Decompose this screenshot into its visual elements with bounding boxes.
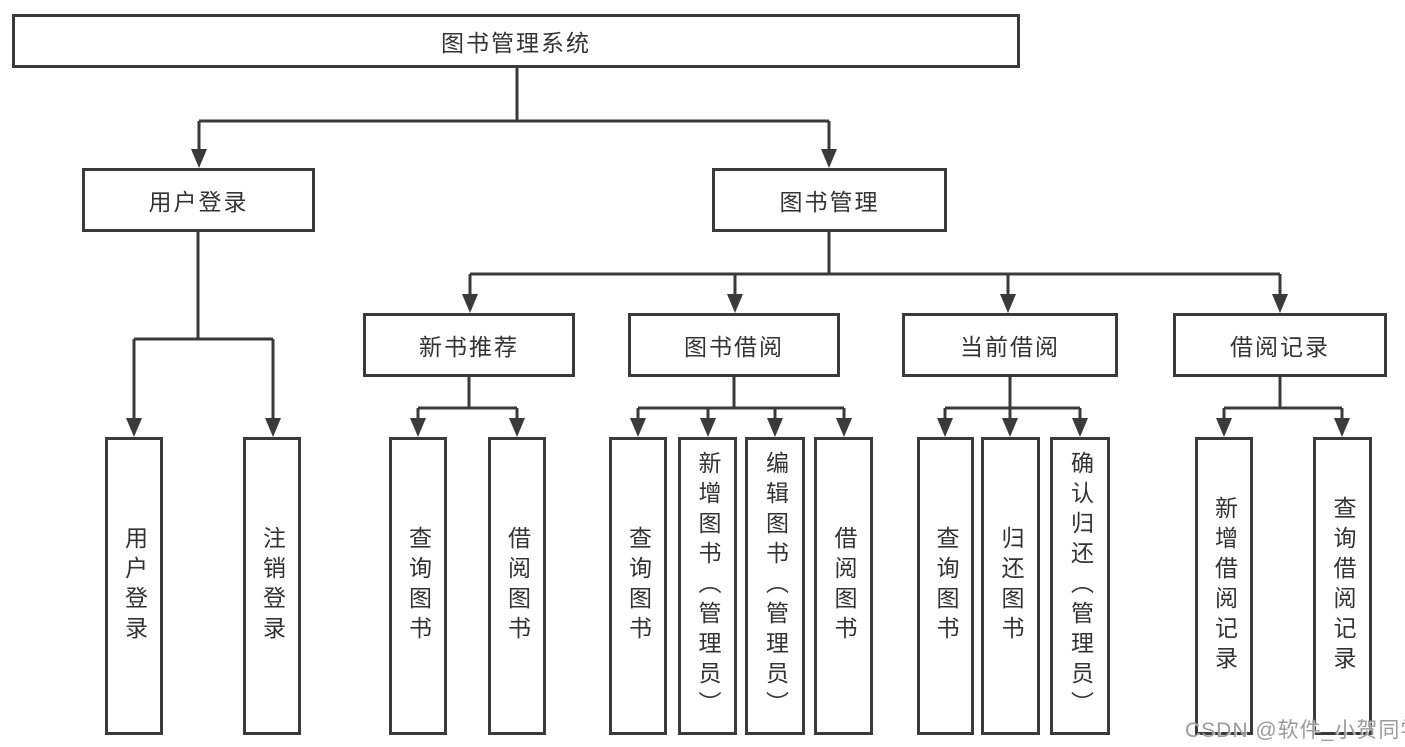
leaf-borrow-books-recommend: 借阅图书: [488, 437, 546, 735]
leaf-label: 借阅图书: [504, 526, 531, 646]
arrowhead-icon: [700, 418, 716, 437]
leaf-borrow-books: 借阅图书: [814, 437, 873, 735]
node-book-management: 图书管理: [712, 168, 947, 232]
arrowhead-icon: [1072, 418, 1088, 437]
leaf-query-books-borrow: 查询图书: [609, 437, 667, 735]
arrowhead-icon: [265, 418, 281, 437]
arrowhead-icon: [1334, 418, 1350, 437]
arrowhead-icon: [937, 418, 953, 437]
leaf-add-books-admin: 新增图书（管理员）: [678, 437, 737, 735]
node-library-management-system: 图书管理系统: [12, 14, 1020, 68]
node-new-book-recommendation: 新书推荐: [363, 313, 575, 377]
arrowhead-icon: [191, 149, 207, 168]
node-borrowing-records: 借阅记录: [1173, 313, 1387, 377]
node-label: 当前借阅: [960, 334, 1060, 360]
csdn-watermark: CSDN @软件_小贺同学: [1185, 719, 1405, 742]
arrowhead-icon: [836, 418, 852, 437]
leaf-edit-books-admin: 编辑图书（管理员）: [745, 437, 805, 735]
arrowhead-icon: [509, 418, 525, 437]
node-current-borrowing: 当前借阅: [902, 313, 1118, 377]
node-label: 图书借阅: [684, 334, 784, 360]
leaf-query-books-current: 查询图书: [917, 437, 974, 735]
leaf-label: 查询图书: [405, 526, 432, 646]
leaf-logout: 注销登录: [243, 437, 301, 735]
leaf-label: 借阅图书: [831, 526, 857, 646]
leaf-label: 编辑图书（管理员）: [762, 451, 789, 721]
arrowhead-icon: [1000, 294, 1016, 313]
arrowhead-icon: [1272, 294, 1288, 313]
node-book-borrowing: 图书借阅: [628, 313, 840, 377]
arrowhead-icon: [727, 294, 743, 313]
leaf-label: 用户登录: [121, 526, 148, 646]
node-label: 借阅记录: [1230, 334, 1330, 360]
leaf-label: 查询借阅记录: [1330, 496, 1356, 676]
arrowhead-icon: [630, 418, 646, 437]
arrowhead-icon: [410, 418, 426, 437]
leaf-query-books-recommend: 查询图书: [389, 437, 447, 735]
leaf-label: 查询图书: [933, 526, 959, 646]
leaf-user-login: 用户登录: [105, 437, 163, 735]
leaf-confirm-return-admin: 确认归还（管理员）: [1050, 437, 1110, 735]
leaf-label: 新增图书（管理员）: [695, 451, 721, 721]
leaf-label: 确认归还（管理员）: [1067, 451, 1094, 721]
leaf-return-books: 归还图书: [981, 437, 1040, 735]
leaf-label: 归还图书: [998, 526, 1024, 646]
node-label: 新书推荐: [419, 334, 519, 360]
arrowhead-icon: [1216, 418, 1232, 437]
leaf-label: 查询图书: [625, 526, 652, 646]
node-label: 用户登录: [148, 189, 249, 215]
leaf-query-borrow-record: 查询借阅记录: [1313, 437, 1372, 735]
arrowhead-icon: [1002, 418, 1018, 437]
leaf-label: 新增借阅记录: [1211, 496, 1238, 676]
leaf-add-borrow-record: 新增借阅记录: [1195, 437, 1253, 735]
node-user-login: 用户登录: [82, 168, 315, 232]
node-label: 图书管理系统: [441, 30, 591, 56]
arrowhead-icon: [462, 294, 478, 313]
arrowhead-icon: [126, 418, 142, 437]
arrowhead-icon: [767, 418, 783, 437]
node-label: 图书管理: [779, 189, 880, 215]
leaf-label: 注销登录: [259, 526, 286, 646]
arrowhead-icon: [821, 149, 837, 168]
